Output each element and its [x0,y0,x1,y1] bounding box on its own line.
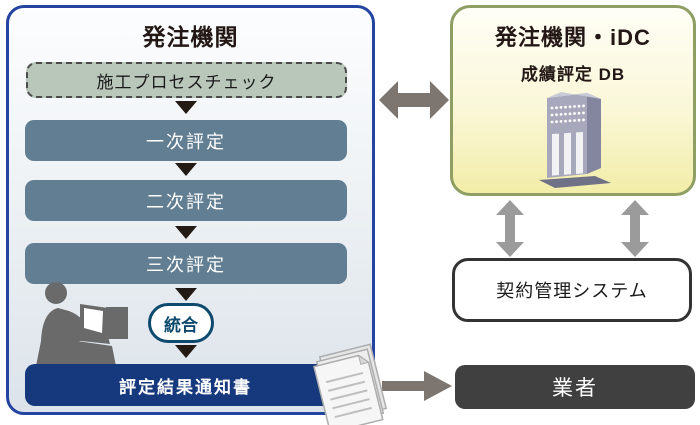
database-server-icon [539,92,611,188]
down-triangle-icon [175,288,197,301]
integration-oval: 統合 [148,303,214,343]
down-triangle-icon [175,101,197,114]
step-third-evaluation: 三次評定 [25,243,347,284]
process-check-box: 施工プロセスチェック [26,62,347,98]
down-triangle-icon [175,226,197,239]
step-first-evaluation: 一次評定 [25,120,347,161]
step-second-evaluation: 二次評定 [25,180,347,221]
double-arrow-vertical-icon [496,200,524,257]
down-triangle-icon [175,163,197,176]
vendor-box: 業者 [455,365,695,409]
idc-title: 発注機関・iDC [495,25,651,50]
ordering-agency-title: 発注機関 [142,24,239,50]
double-arrow-horizontal-icon [379,81,449,119]
right-arrow-icon [382,371,452,401]
down-triangle-icon [175,345,197,358]
idc-panel: 発注機関・iDC 成績評定 DB [450,5,696,196]
evaluation-result-box: 評定結果通知書 [25,364,346,406]
documents-icon [313,343,388,425]
ordering-agency-panel: 発注機関 施工プロセスチェック 一次評定 二次評定 三次評定 統合 評定結果通知… [6,5,388,425]
person-at-computer-icon [36,282,128,366]
performance-db-label: 成績評定 DB [520,65,626,84]
double-arrow-vertical-icon [621,200,649,257]
contract-management-system-box: 契約管理システム [452,258,692,322]
